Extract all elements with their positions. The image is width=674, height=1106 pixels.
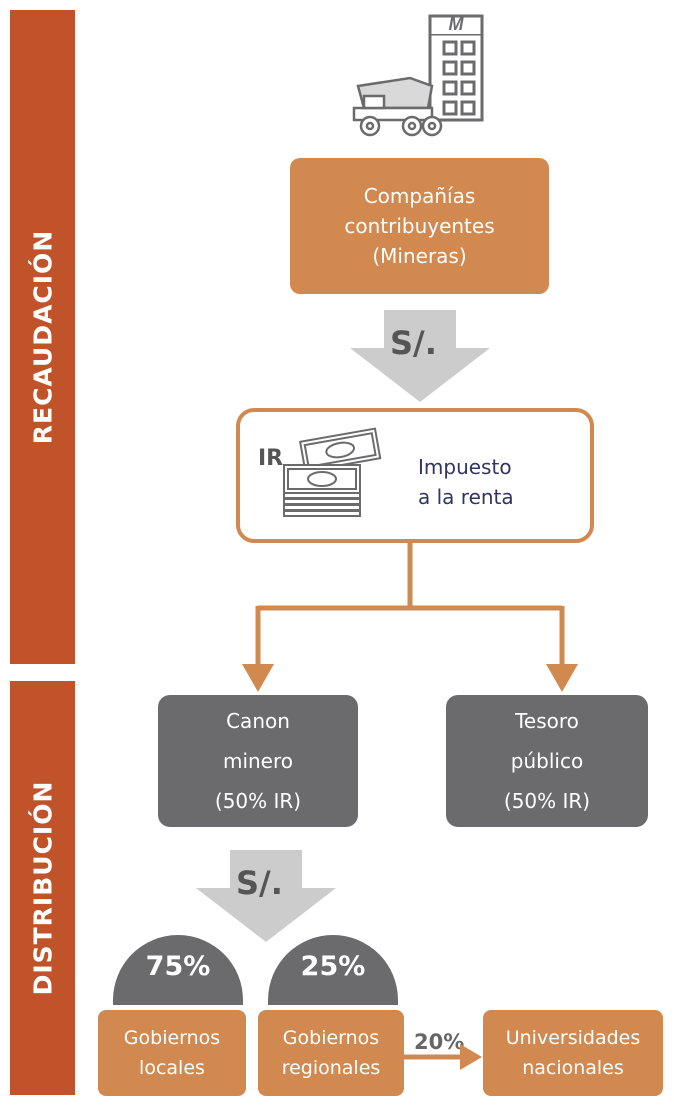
ir-tag: IR (258, 446, 284, 471)
currency-symbol-top: S/. (390, 324, 437, 362)
gobiernos-regionales-label: Gobiernos regionales (281, 1027, 381, 1079)
currency-symbol-bottom: S/. (236, 864, 283, 902)
banknotes-icon (283, 427, 382, 517)
svg-text:M: M (449, 14, 465, 34)
gobiernos-regionales-box: Gobiernos regionales (258, 1010, 404, 1096)
percentage-badge-regionales: 25% (268, 935, 398, 1005)
tesoro-publico-box: Tesoro público (50% IR) (446, 695, 648, 827)
percentage-badge-locales: 75% (113, 935, 243, 1005)
impuesto-label: Impuesto a la renta (418, 455, 514, 509)
gobiernos-locales-box: Gobiernos locales (98, 1010, 246, 1096)
distribucion-band: DISTRIBUCIÓN (10, 681, 75, 1095)
percentage-label-universidades: 20% (414, 1030, 465, 1054)
recaudacion-label: RECAUDACIÓN (28, 229, 57, 445)
mining-company-icon: M (352, 14, 484, 137)
universidades-label: Universidades nacionales (505, 1027, 641, 1079)
canon-minero-box: Canon minero (50% IR) (158, 695, 358, 827)
distribucion-label: DISTRIBUCIÓN (28, 780, 57, 996)
universidades-arrow (404, 1044, 482, 1070)
split-connector (242, 543, 578, 692)
tesoro-publico-label: Tesoro público (50% IR) (503, 709, 591, 813)
universidades-box: Universidades nacionales (483, 1010, 663, 1096)
recaudacion-band: RECAUDACIÓN (10, 10, 75, 664)
money-flow-arrow-bottom (196, 850, 336, 942)
companias-box: Compañías contribuyentes (Mineras) (290, 158, 549, 294)
canon-minero-label: Canon minero (50% IR) (214, 709, 302, 813)
companias-label: Compañías contribuyentes (Mineras) (344, 184, 495, 268)
money-flow-arrow-top (350, 310, 490, 402)
gobiernos-locales-label: Gobiernos locales (123, 1027, 221, 1079)
